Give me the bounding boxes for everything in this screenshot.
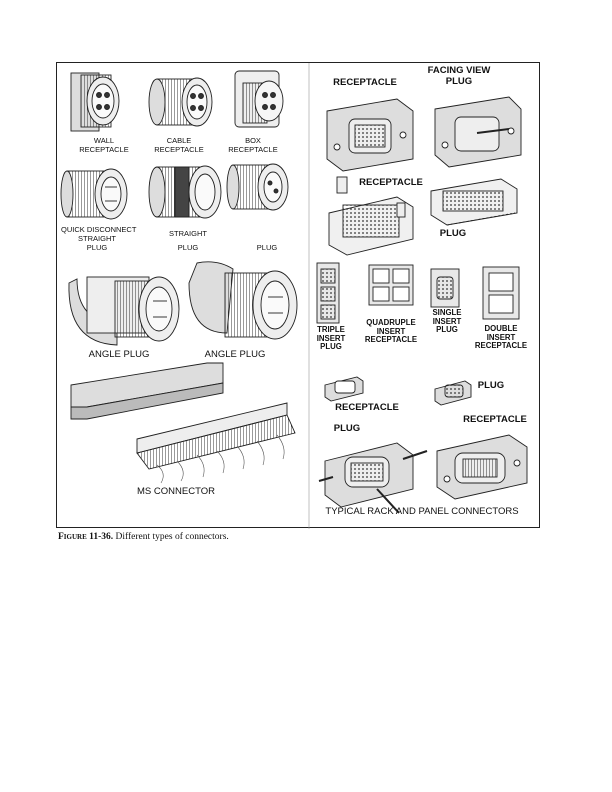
label-plug-small: PLUG	[477, 380, 505, 391]
label-line: WALL	[93, 136, 115, 145]
label-wall-receptacle: WALL RECEPTACLE	[79, 136, 129, 154]
plug-mid-drawing	[430, 178, 518, 226]
label-ms-connector: MS CONNECTOR	[137, 486, 215, 497]
label-line: CABLE	[166, 136, 192, 145]
connector-illustrations	[60, 63, 528, 529]
label-line: RECEPTACLE	[474, 341, 528, 350]
caption-text: Different types of connectors.	[113, 532, 229, 542]
label-line: QUICK DISCONNECT	[61, 225, 137, 234]
box-receptacle-drawing	[234, 70, 284, 128]
label-line: INSERT	[432, 316, 462, 326]
label-rack-panel-connectors: TYPICAL RACK AND PANEL CONNECTORS	[325, 506, 519, 517]
label-line: RECEPTACLE	[154, 145, 204, 154]
label-straight-plug: STRAIGHT PLUG	[163, 225, 213, 252]
label-line: RECEPTACLE	[79, 145, 129, 154]
label-line: FACING VIEW	[427, 65, 491, 76]
label-cable-receptacle: CABLE RECEPTACLE	[149, 136, 209, 154]
label-angle-plug-right: ANGLE PLUG	[204, 349, 266, 360]
receptacle-mid-drawing	[328, 176, 414, 256]
label-line: INSERT	[486, 332, 516, 342]
single-insert-plug-drawing	[430, 268, 460, 308]
label-line: STRAIGHT	[78, 234, 116, 243]
plug-small-drawing	[434, 380, 472, 406]
label-line: RECEPTACLE	[364, 335, 418, 344]
label-receptacle-bottom: RECEPTACLE	[463, 414, 527, 425]
label-plug-bottom: PLUG	[333, 423, 361, 434]
label-quadruple-insert-receptacle: QUADRUPLE INSERT RECEPTACLE	[355, 318, 427, 345]
straight-plug-drawing	[148, 165, 222, 219]
label-line: PLUG	[177, 243, 199, 252]
plug-bottom-drawing	[318, 442, 428, 514]
plug-drawing	[226, 163, 289, 211]
label-quick-disconnect: QUICK DISCONNECT STRAIGHT PLUG	[61, 225, 137, 252]
ms-connector-drawing	[70, 362, 296, 484]
label-facing-view-plug: FACING VIEW PLUG	[419, 65, 499, 87]
label-plug-mid: PLUG	[439, 228, 467, 239]
receptacle-bottom-drawing	[436, 434, 528, 500]
label-line: DOUBLE	[484, 324, 518, 333]
label-line: QUADRUPLE	[366, 318, 416, 327]
label-line: PLUG	[320, 342, 342, 351]
label-triple-insert-plug: TRIPLE INSERT PLUG	[315, 325, 347, 352]
cable-receptacle-drawing	[148, 77, 213, 127]
quadruple-insert-receptacle-drawing	[368, 264, 414, 306]
angle-plug-left-drawing	[68, 276, 180, 346]
quick-disconnect-plug-drawing	[60, 168, 128, 220]
connector-figure: WALL RECEPTACLE CABLE RECEPTACLE BOX REC…	[56, 62, 540, 529]
wall-receptacle-drawing	[70, 72, 120, 132]
label-box-receptacle: BOX RECEPTACLE	[223, 136, 283, 154]
label-angle-plug-left: ANGLE PLUG	[88, 349, 150, 360]
label-line: PLUG	[445, 76, 473, 87]
label-line: SINGLE	[432, 308, 462, 317]
label-receptacle-mid: RECEPTACLE	[359, 177, 423, 188]
angle-plug-right-drawing	[188, 261, 298, 340]
label-double-insert-receptacle: DOUBLE INSERT RECEPTACLE	[467, 324, 535, 351]
label-receptacle-small: RECEPTACLE	[335, 402, 399, 413]
label-single-insert-plug: SINGLE INSERT PLUG	[427, 308, 467, 335]
label-line: INSERT	[376, 326, 406, 336]
label-line: BOX	[245, 136, 261, 145]
label-line: RECEPTACLE	[228, 145, 278, 154]
facing-view-plug-drawing	[434, 96, 522, 168]
triple-insert-plug-drawing	[316, 262, 340, 324]
receptacle-top-drawing	[326, 98, 414, 172]
figure-number: Figure 11-36.	[58, 532, 114, 542]
label-receptacle-top: RECEPTACLE	[333, 77, 397, 88]
label-plug: PLUG	[256, 243, 278, 252]
label-line: TRIPLE	[317, 325, 345, 334]
label-line: INSERT	[316, 333, 346, 343]
double-insert-receptacle-drawing	[482, 266, 520, 320]
label-line: PLUG	[436, 325, 458, 334]
label-line: STRAIGHT	[169, 229, 207, 238]
figure-caption: Figure 11-36. Different types of connect…	[58, 532, 229, 542]
receptacle-small-drawing	[324, 376, 364, 402]
label-line: PLUG	[86, 243, 108, 252]
